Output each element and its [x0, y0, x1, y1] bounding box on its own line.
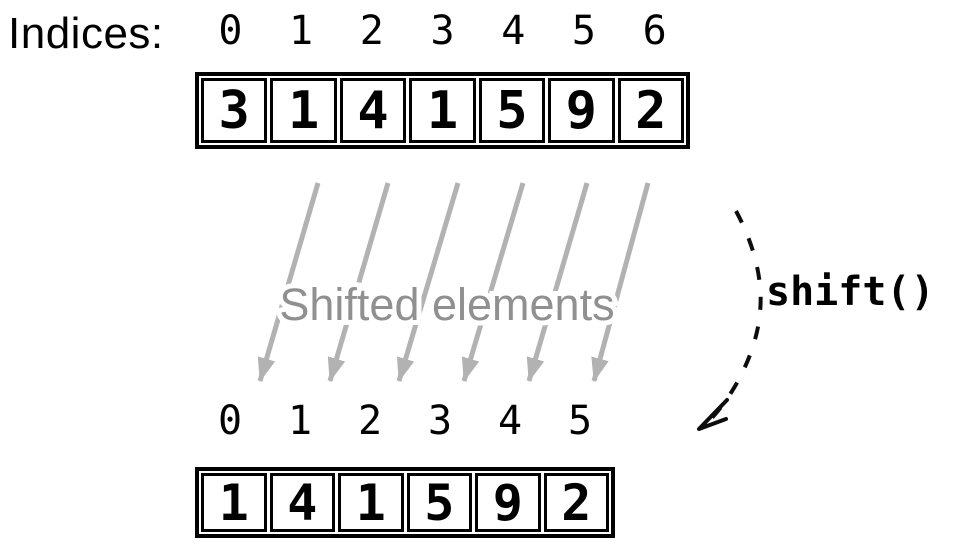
shifted-elements-label: Shifted elements: [279, 279, 614, 330]
top-array-cell-4: 5: [478, 78, 546, 143]
bottom-array-cell-1: 4: [269, 473, 335, 532]
shifted-element-arrow-6: [591, 182, 651, 382]
shifted-element-arrow-2: [327, 182, 391, 382]
bottom-index-5: 5: [567, 398, 593, 444]
shift-curve-arrow: [704, 210, 763, 426]
top-index-3: 3: [430, 8, 455, 54]
top-array-cell-5: 9: [548, 78, 615, 143]
bottom-indices-row: 0 1 2 3 4 5: [195, 398, 615, 444]
bottom-array-cell-4: 9: [475, 473, 541, 532]
bottom-index-3: 3: [427, 398, 453, 444]
top-array-cell-1: 1: [270, 78, 337, 143]
top-indices-row: 0 1 2 3 4 5 6: [195, 8, 690, 54]
bottom-index-2: 2: [357, 398, 383, 444]
bottom-array-cell-0: 1: [201, 473, 267, 532]
top-index-0: 0: [218, 8, 243, 54]
bottom-array-cell-5: 2: [543, 473, 609, 532]
top-array-cell-3: 1: [409, 78, 476, 143]
bottom-array: 1 4 1 5 9 2: [195, 467, 615, 538]
shifted-element-arrow-5: [526, 182, 590, 382]
bottom-index-1: 1: [287, 398, 313, 444]
top-array: 3 1 4 1 5 9 2: [195, 72, 690, 149]
shifted-element-arrow-1: [257, 182, 321, 382]
top-index-6: 6: [642, 8, 667, 54]
shifted-element-arrows: [257, 182, 651, 382]
top-array-cell-2: 4: [339, 78, 407, 143]
bottom-array-cell-3: 5: [406, 473, 472, 532]
bottom-index-4: 4: [497, 398, 523, 444]
top-index-2: 2: [359, 8, 384, 54]
top-array-cell-6: 2: [617, 78, 684, 143]
top-array-cell-0: 3: [201, 78, 268, 143]
shifted-element-arrow-3: [396, 182, 461, 382]
top-index-1: 1: [289, 8, 314, 54]
bottom-array-cell-2: 1: [338, 473, 404, 532]
shift-curve-arrowhead: [697, 398, 729, 431]
shifted-element-arrow-4: [461, 182, 526, 382]
top-index-5: 5: [571, 8, 596, 54]
bottom-index-0: 0: [217, 398, 243, 444]
shift-call-label: shift(): [766, 269, 935, 315]
indices-label: Indices:: [8, 9, 164, 58]
top-index-4: 4: [501, 8, 526, 54]
